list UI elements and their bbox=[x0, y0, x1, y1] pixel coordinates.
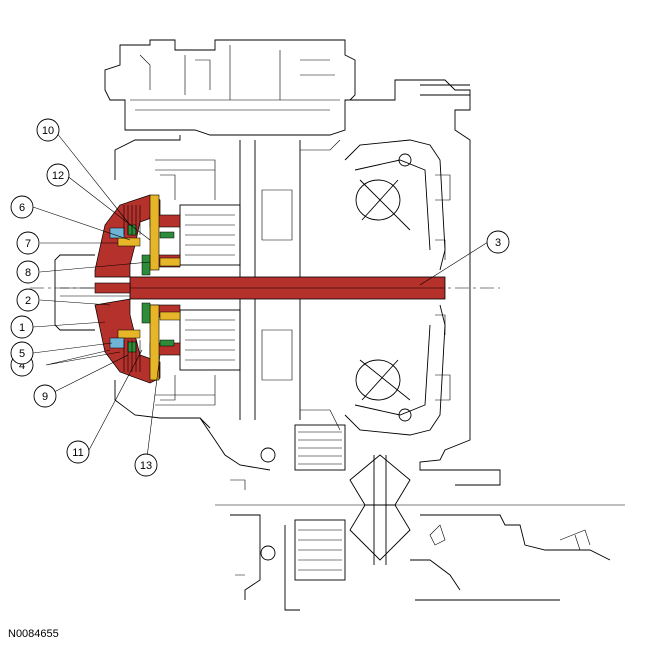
callout-label: 4 bbox=[19, 360, 25, 372]
main-shaft bbox=[94, 276, 446, 300]
callout-leaders bbox=[32, 131, 489, 466]
callout-10: 10 bbox=[36, 118, 60, 142]
callout-2: 2 bbox=[16, 288, 40, 312]
callout-label: 12 bbox=[52, 170, 64, 182]
torque-converter bbox=[344, 139, 451, 436]
callout-6: 6 bbox=[10, 195, 34, 219]
callout-9: 9 bbox=[33, 384, 57, 408]
callout-13: 13 bbox=[134, 453, 158, 477]
callout-label: 6 bbox=[19, 202, 25, 214]
clutch-plates-yellow bbox=[117, 194, 181, 381]
callout-label: 8 bbox=[25, 267, 31, 279]
transfer-and-differential bbox=[230, 424, 611, 611]
callout-label: 1 bbox=[19, 322, 25, 334]
callout-label: 11 bbox=[72, 447, 83, 459]
callout-12: 12 bbox=[46, 163, 70, 187]
callout-11: 11 bbox=[66, 440, 90, 464]
planetary-gearsets bbox=[155, 159, 241, 406]
callout-label: 2 bbox=[25, 295, 31, 307]
callout-label: 7 bbox=[25, 238, 31, 250]
callout-1: 1 bbox=[10, 315, 34, 339]
callout-label: 10 bbox=[42, 125, 54, 137]
callout-label: 3 bbox=[495, 237, 501, 249]
callout-7: 7 bbox=[16, 231, 40, 255]
callout-5: 5 bbox=[10, 341, 34, 365]
callout-8: 8 bbox=[16, 260, 40, 284]
callout-3: 3 bbox=[486, 230, 510, 254]
figure-id: N0084655 bbox=[8, 628, 59, 640]
callout-label: 13 bbox=[140, 460, 152, 472]
callout-label: 5 bbox=[19, 348, 25, 360]
callout-label: 9 bbox=[42, 391, 48, 403]
